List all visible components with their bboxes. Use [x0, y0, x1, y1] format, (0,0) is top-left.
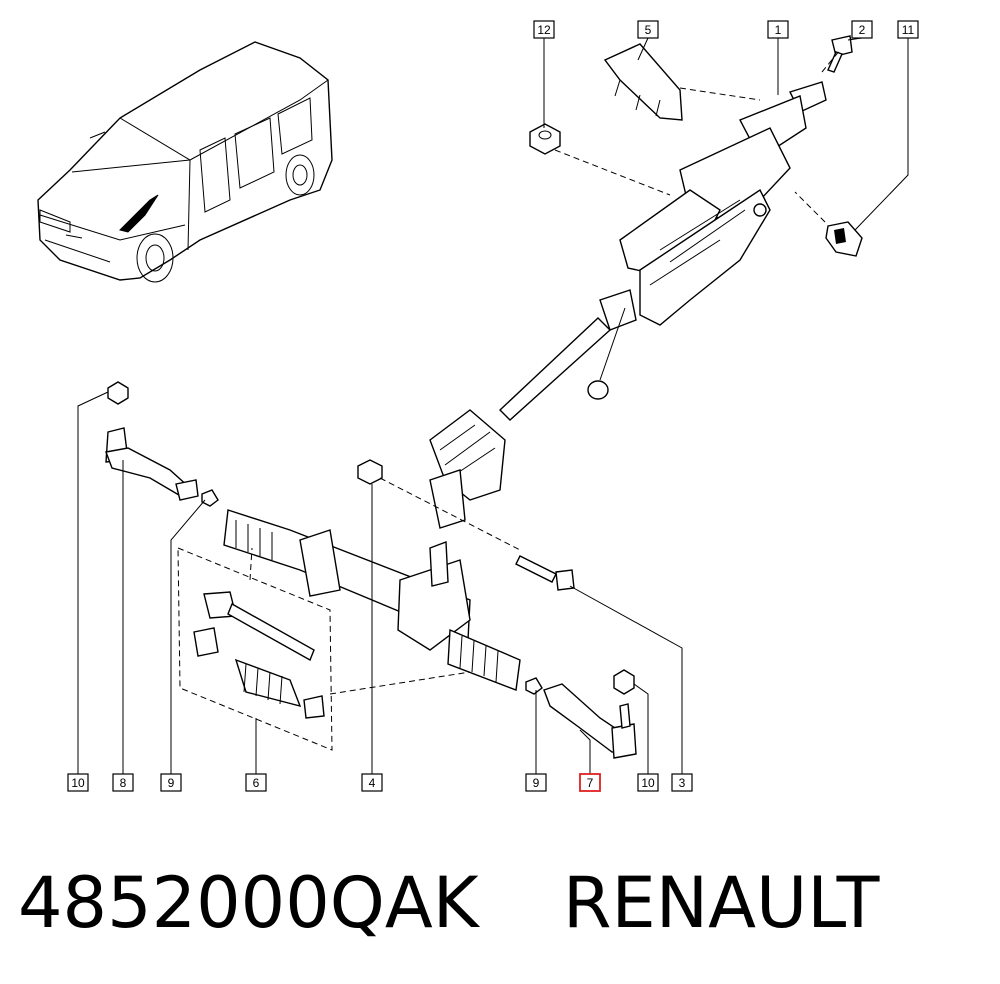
- callout-5: 5: [637, 20, 659, 39]
- svg-text:10: 10: [71, 776, 85, 790]
- svg-text:3: 3: [679, 776, 686, 790]
- part-10-nut-left: [107, 381, 129, 405]
- svg-text:5: 5: [645, 23, 652, 37]
- svg-text:6: 6: [253, 776, 260, 790]
- part-8-tie-rod-end-left: [105, 427, 199, 501]
- callout-9-left: 9: [160, 773, 182, 792]
- svg-text:10: 10: [641, 776, 655, 790]
- part-12-nut: [529, 123, 561, 155]
- svg-text:12: 12: [537, 23, 551, 37]
- callout-10-right: 10: [637, 773, 659, 792]
- part-9-locknut-left: [201, 489, 219, 507]
- part-9-locknut-right: [525, 677, 543, 695]
- callout-9-right: 9: [525, 773, 547, 792]
- brand-name: RENAULT: [562, 862, 880, 944]
- dashed-arrows: [249, 49, 841, 695]
- leader-lines: [77, 37, 909, 775]
- svg-text:11: 11: [902, 23, 915, 37]
- svg-text:9: 9: [168, 776, 175, 790]
- svg-text:1: 1: [775, 23, 782, 37]
- callout-8: 8: [112, 773, 134, 792]
- part-11-clip: [825, 221, 863, 257]
- callout-12: 12: [533, 20, 555, 39]
- callout-3: 3: [671, 773, 693, 792]
- svg-text:9: 9: [533, 776, 540, 790]
- part-7-tie-rod-end-right: [543, 683, 637, 759]
- callout-10-left: 10: [67, 773, 89, 792]
- part-3-bolt: [515, 555, 575, 591]
- part-5-bracket: [603, 43, 683, 121]
- callout-6: 6: [245, 773, 267, 792]
- part-caption: 4852000QAK RENAULT: [18, 858, 988, 948]
- steering-column: [429, 81, 827, 529]
- part-10-nut-right: [613, 669, 635, 695]
- callout-2: 2: [851, 20, 873, 39]
- vehicle-illustration: [37, 41, 333, 283]
- part-2-bolt: [827, 35, 853, 73]
- callout-11: 11: [897, 20, 919, 39]
- part-4-nut: [357, 459, 383, 485]
- svg-text:2: 2: [859, 23, 866, 37]
- callout-7-highlighted: 7: [579, 773, 601, 792]
- svg-text:8: 8: [120, 776, 127, 790]
- callout-4: 4: [361, 773, 383, 792]
- callout-1: 1: [767, 20, 789, 39]
- part-6-boot-kit: [177, 547, 333, 751]
- svg-text:4: 4: [369, 776, 376, 790]
- steering-rack: [223, 509, 521, 691]
- part-number: 4852000QAK: [18, 862, 479, 944]
- svg-text:7: 7: [587, 776, 594, 790]
